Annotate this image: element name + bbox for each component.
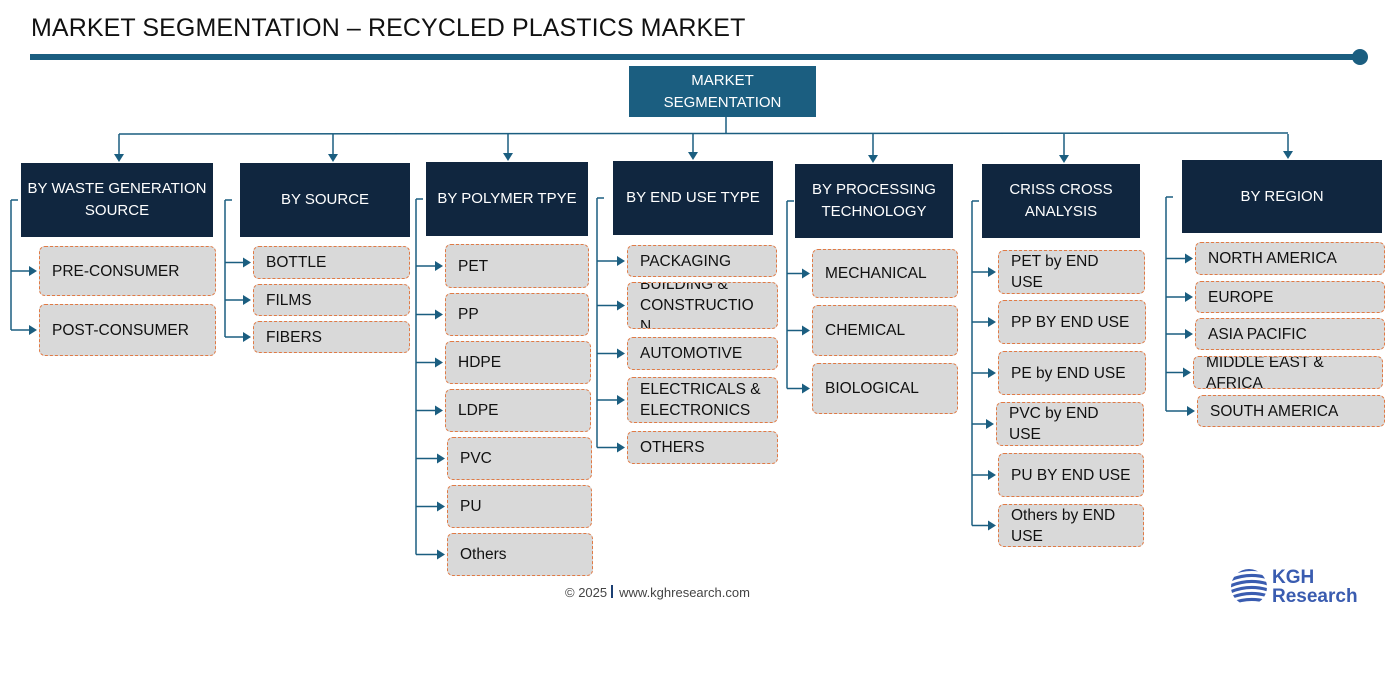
arrow-right-icon — [802, 268, 810, 279]
page-title: MARKET SEGMENTATION – RECYCLED PLASTICS … — [31, 14, 746, 42]
segment-item-pet: PET — [445, 244, 589, 288]
copyright-text: © 2025 — [565, 585, 608, 600]
title-underline-dot — [1352, 49, 1368, 65]
segment-item-pet-by-end-use: PET by END USE — [998, 250, 1145, 294]
segment-item-bottle: BOTTLE — [253, 246, 410, 279]
arrow-right-icon — [617, 395, 625, 405]
footer-separator — [611, 585, 614, 598]
segment-item-post-consumer: POST-CONSUMER — [39, 304, 216, 356]
arrow-down-icon — [1059, 155, 1069, 163]
arrow-right-icon — [1185, 253, 1193, 264]
segment-item-automotive: AUTOMOTIVE — [627, 337, 778, 370]
arrow-right-icon — [988, 317, 996, 327]
arrow-right-icon — [802, 383, 810, 394]
segment-item-biological: BIOLOGICAL — [812, 363, 958, 414]
arrow-right-icon — [1185, 329, 1193, 339]
segment-item-mechanical: MECHANICAL — [812, 249, 958, 298]
arrow-right-icon — [986, 419, 994, 429]
segment-item-fibers: FIBERS — [253, 321, 410, 353]
arrow-right-icon — [617, 256, 625, 266]
category-header-criss-cross-analysis: CRISS CROSS ANALYSIS — [982, 164, 1140, 238]
segment-item-north-america: NORTH AMERICA — [1195, 242, 1385, 275]
arrow-right-icon — [435, 357, 443, 368]
segment-item-pe-by-end-use: PE by END USE — [998, 351, 1146, 395]
logo-line1: KGH — [1272, 567, 1315, 588]
category-header-by-waste-generation-source: BY WASTE GENERATION SOURCE — [21, 163, 213, 237]
arrow-right-icon — [988, 368, 996, 378]
arrow-right-icon — [802, 325, 810, 336]
arrow-right-icon — [243, 332, 251, 342]
arrow-right-icon — [29, 325, 37, 335]
root-node-market-segmentation: MARKET SEGMENTATION — [629, 66, 816, 117]
arrow-down-icon — [503, 153, 513, 161]
arrow-right-icon — [243, 295, 251, 305]
segment-item-pvc: PVC — [447, 437, 592, 480]
arrow-right-icon — [435, 405, 443, 416]
arrow-right-icon — [988, 520, 996, 531]
segment-item-ldpe: LDPE — [445, 389, 591, 432]
arrow-right-icon — [1187, 406, 1195, 416]
segment-item-asia-pacific: ASIA PACIFIC — [1195, 318, 1385, 350]
segment-item-others-by-end-use: Others by END USE — [998, 504, 1144, 547]
arrow-right-icon — [617, 442, 625, 453]
segment-item-middle-east-africa: MIDDLE EAST & AFRICA — [1193, 356, 1383, 389]
category-header-by-processing-technology: BY PROCESSING TECHNOLOGY — [795, 164, 953, 238]
logo-line2: Research — [1272, 586, 1358, 607]
category-header-by-end-use-type: BY END USE TYPE — [613, 161, 773, 235]
arrow-down-icon — [1283, 151, 1293, 159]
arrow-right-icon — [435, 309, 443, 320]
website-link[interactable]: www.kghresearch.com — [619, 585, 750, 600]
segment-item-hdpe: HDPE — [445, 341, 591, 384]
segment-item-pvc-by-end-use: PVC by END USE — [996, 402, 1144, 446]
arrow-right-icon — [617, 300, 625, 311]
arrow-down-icon — [328, 154, 338, 162]
arrow-right-icon — [29, 266, 37, 276]
footer: © 2025 www.kghresearch.com — [565, 585, 750, 600]
arrow-down-icon — [868, 155, 878, 163]
arrow-right-icon — [988, 267, 996, 277]
segment-item-others: Others — [447, 533, 593, 576]
segment-item-electricals-electronics: ELECTRICALS & ELECTRONICS — [627, 377, 778, 423]
segment-item-europe: EUROPE — [1195, 281, 1385, 313]
arrow-down-icon — [688, 152, 698, 160]
segment-item-packaging: PACKAGING — [627, 245, 777, 277]
arrow-right-icon — [435, 261, 443, 271]
arrow-right-icon — [1185, 292, 1193, 302]
segment-item-pp-by-end-use: PP BY END USE — [998, 300, 1146, 344]
segment-item-pre-consumer: PRE-CONSUMER — [39, 246, 216, 296]
globe-icon — [1231, 569, 1267, 605]
arrow-right-icon — [437, 453, 445, 464]
segment-item-pu: PU — [447, 485, 592, 528]
segment-item-south-america: SOUTH AMERICA — [1197, 395, 1385, 427]
segment-item-chemical: CHEMICAL — [812, 305, 958, 356]
arrow-right-icon — [617, 348, 625, 359]
arrow-right-icon — [437, 549, 445, 560]
arrow-right-icon — [437, 501, 445, 512]
category-header-by-region: BY REGION — [1182, 160, 1382, 233]
arrow-down-icon — [114, 154, 124, 162]
segment-item-pu-by-end-use: PU BY END USE — [998, 453, 1144, 497]
segment-item-building-constructio-n: BUILDING & CONSTRUCTIO N — [627, 282, 778, 329]
arrow-right-icon — [1183, 367, 1191, 378]
segment-item-pp: PP — [445, 293, 589, 336]
category-header-by-source: BY SOURCE — [240, 163, 410, 237]
category-header-by-polymer-tpye: BY POLYMER TPYE — [426, 162, 588, 236]
segment-item-others: OTHERS — [627, 431, 778, 464]
segment-item-films: FILMS — [253, 284, 410, 316]
connector-line — [118, 132, 1289, 135]
arrow-right-icon — [243, 257, 251, 268]
arrow-right-icon — [988, 470, 996, 480]
